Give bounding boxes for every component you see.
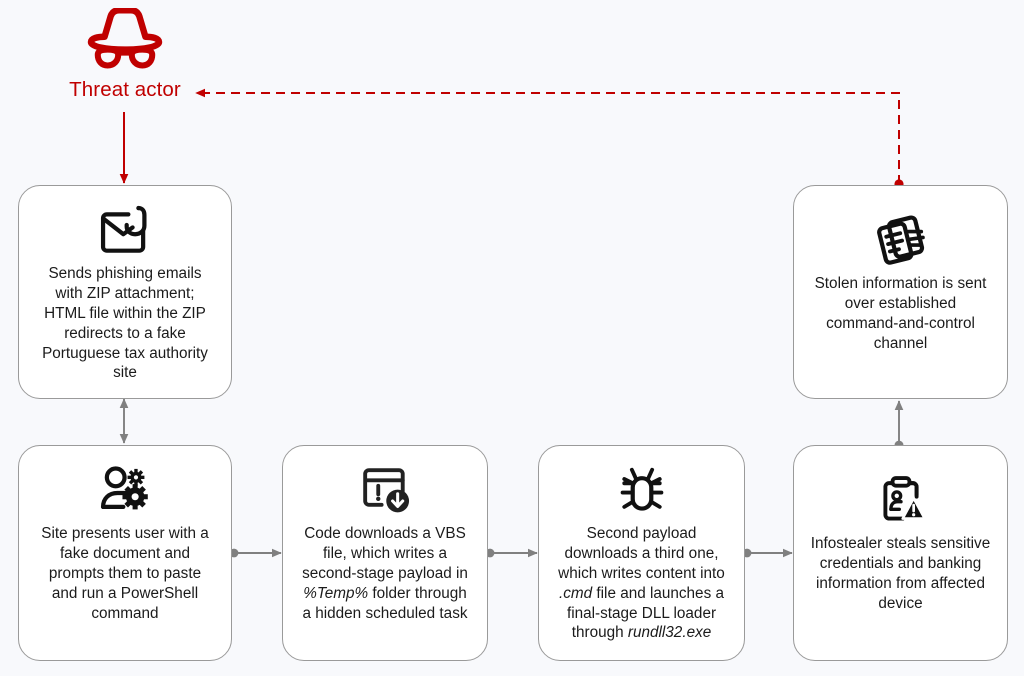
connector-fakesite-to-vbs <box>229 548 282 558</box>
node-secondpl-text: Second payload downloads a third one, wh… <box>558 525 725 642</box>
spy-hat-glasses-icon <box>87 8 163 69</box>
clipboard-person-warning-icon <box>882 476 926 521</box>
connector-c2-to-actor <box>195 88 904 189</box>
node-phishing-text: Sends phishing emails with ZIP attachmen… <box>42 265 208 382</box>
user-gears-icon <box>100 466 148 510</box>
node-phishing-emails[interactable]: Sends phishing emails with ZIP attachmen… <box>18 185 232 399</box>
threat-actor-label: Threat actor <box>69 78 181 101</box>
node-c2-exfiltration[interactable]: Stolen information is sent over establis… <box>793 185 1008 399</box>
email-phishing-hook-icon <box>100 205 147 253</box>
connector-vbs-to-secondpl <box>485 548 538 558</box>
node-infostealer[interactable]: Infostealer steals sensitive credentials… <box>793 445 1008 661</box>
threat-actor-group: Threat actor <box>40 8 210 113</box>
documents-stack-icon <box>876 215 925 265</box>
node-c2-text: Stolen information is sent over establis… <box>814 275 987 352</box>
bug-icon <box>620 467 663 511</box>
window-alert-download-icon <box>363 468 410 513</box>
node-vbs-download[interactable]: Code downloads a VBS file, which writes … <box>282 445 488 661</box>
connector-secondpl-to-infosteal <box>742 548 793 558</box>
node-infosteal-text: Infostealer steals sensitive credentials… <box>810 535 991 612</box>
node-fakesite-text: Site presents user with a fake document … <box>41 525 209 622</box>
connector-infosteal-to-c2 <box>894 400 904 450</box>
node-fake-site-powershell[interactable]: Site presents user with a fake document … <box>18 445 232 661</box>
node-second-payload[interactable]: Second payload downloads a third one, wh… <box>538 445 745 661</box>
node-vbs-text: Code downloads a VBS file, which writes … <box>302 525 468 622</box>
